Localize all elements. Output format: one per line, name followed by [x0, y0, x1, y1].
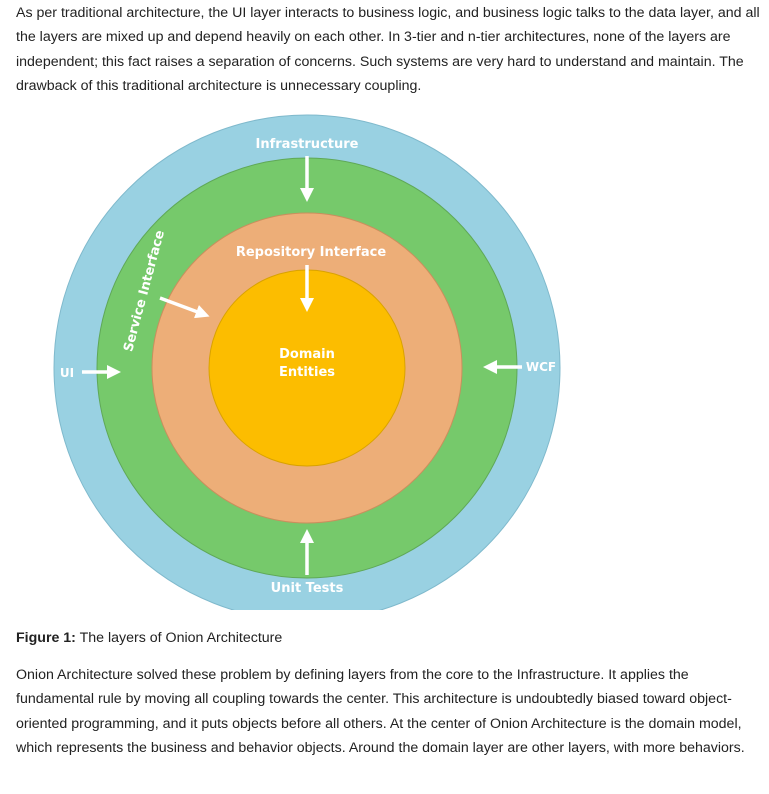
figure-caption-prefix: Figure 1:	[16, 630, 76, 646]
figure-caption-text: The layers of Onion Architecture	[75, 630, 283, 646]
label-unit-tests: Unit Tests	[271, 581, 344, 596]
figure-caption: Figure 1: The layers of Onion Architectu…	[16, 626, 282, 650]
label-entities: Entities	[279, 365, 335, 380]
label-ui: UI	[60, 366, 74, 380]
label-infrastructure: Infrastructure	[256, 137, 359, 152]
arrow-service-interface	[159, 296, 210, 319]
label-repository-interface: Repository Interface	[236, 245, 386, 260]
label-wcf: WCF	[526, 360, 556, 374]
onion-architecture-diagram: Infrastructure Repository Interface Serv…	[53, 114, 561, 610]
intro-paragraph: As per traditional architecture, the UI …	[16, 5, 760, 95]
label-domain: Domain	[279, 347, 335, 362]
body-paragraph: Onion Architecture solved these problem …	[16, 667, 745, 757]
